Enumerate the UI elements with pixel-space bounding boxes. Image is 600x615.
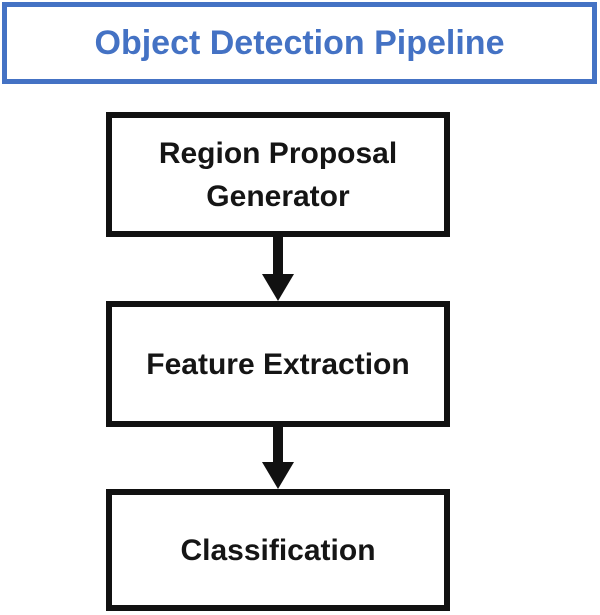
- arrow-stem: [273, 237, 283, 274]
- flow-arrow-1: [248, 237, 308, 301]
- diagram-title: Object Detection Pipeline: [94, 23, 505, 62]
- node-region-proposal-generator: Region Proposal Generator: [106, 112, 450, 237]
- node-label: Region Proposal Generator: [158, 136, 398, 213]
- node-label: Feature Extraction: [146, 347, 410, 381]
- node-classification: Classification: [106, 489, 450, 611]
- arrow-down-icon: [262, 462, 294, 489]
- arrow-down-icon: [262, 274, 294, 301]
- diagram-title-box: Object Detection Pipeline: [2, 2, 597, 84]
- node-feature-extraction: Feature Extraction: [106, 301, 450, 427]
- arrow-stem: [273, 427, 283, 462]
- flow-arrow-2: [248, 427, 308, 489]
- node-label: Classification: [180, 533, 376, 567]
